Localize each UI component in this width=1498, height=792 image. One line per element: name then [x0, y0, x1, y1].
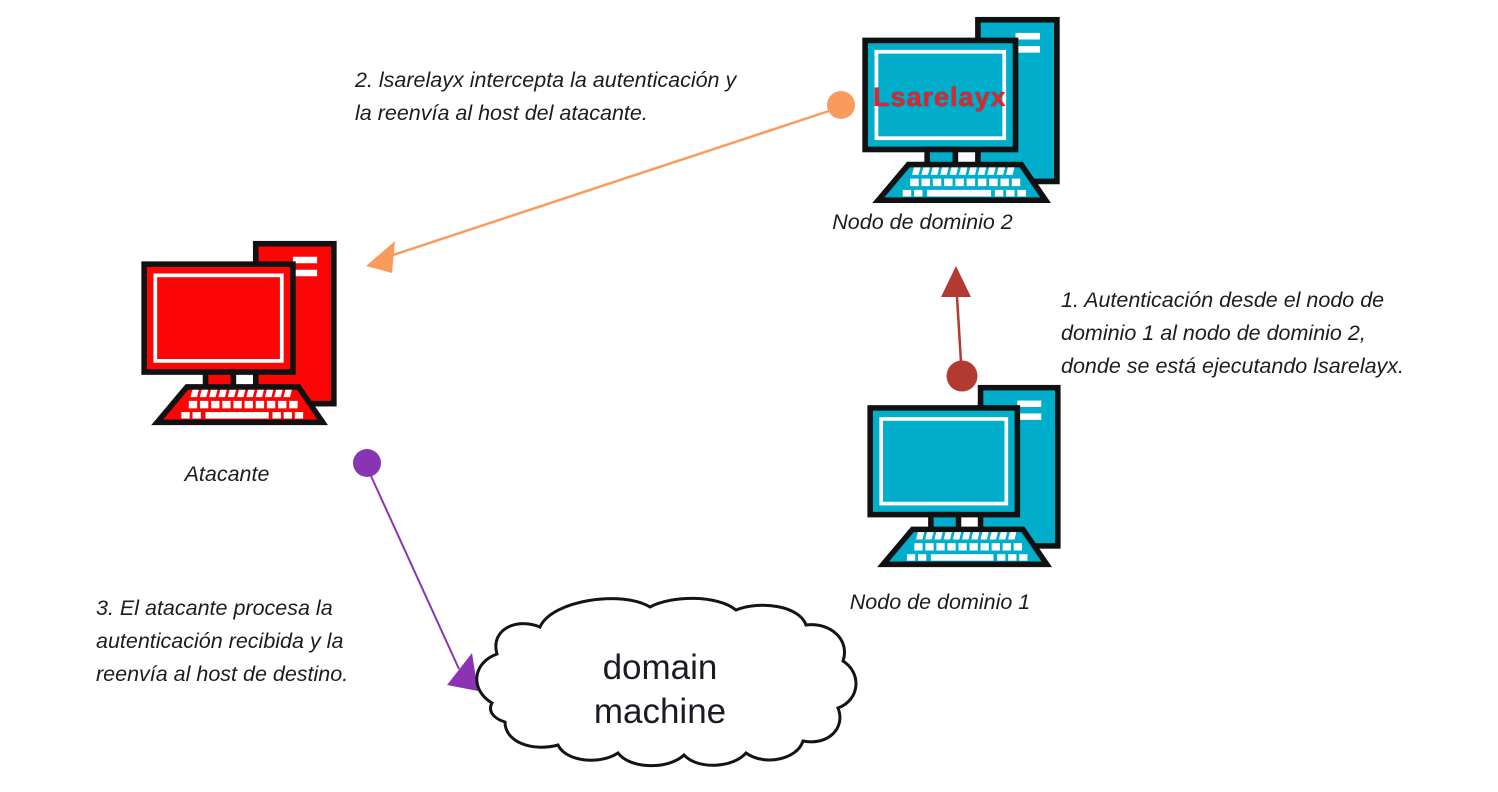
cloud-label: domain machine — [560, 646, 760, 734]
step3-arrow-head-icon — [447, 653, 478, 691]
step3-annotation: 3. El atacante procesa la autenticación … — [96, 592, 348, 691]
step3-line3: reenvía al host de destino. — [96, 662, 349, 686]
cloud-label-line1: domain — [602, 648, 718, 687]
step3-line2: autenticación recibida y la — [96, 629, 344, 653]
node1-label: Nodo de dominio 1 — [849, 590, 1031, 614]
cloud-icon — [475, 596, 858, 768]
step1-line3: donde se está ejecutando lsarelayx. — [1061, 354, 1405, 378]
step3-arrow-start-dot — [353, 449, 381, 477]
step1-arrow-start-dot — [946, 360, 978, 392]
step1-line2: dominio 1 al nodo de dominio 2, — [1061, 321, 1366, 345]
step2-line2: la reenvía al host del atacante. — [355, 101, 648, 125]
attacker-label: Atacante — [184, 462, 270, 486]
step2-line1: 2. lsarelayx intercepta la autenticación… — [355, 68, 737, 92]
step2-arrow-line — [389, 108, 833, 258]
step1-arrow-line — [955, 296, 963, 363]
step3-line1: 3. El atacante procesa la — [96, 596, 333, 620]
step3-arrow-line — [370, 475, 460, 670]
cloud-label-line2: machine — [593, 692, 727, 731]
step1-arrow-head-icon — [941, 266, 971, 297]
step1-line1: 1. Autenticación desde el nodo de — [1061, 288, 1385, 312]
node2-screen-text: Lsarelayx — [873, 82, 1007, 112]
step1-annotation: 1. Autenticación desde el nodo de domini… — [1061, 284, 1404, 383]
step2-arrow-start-dot — [827, 91, 855, 119]
step2-annotation: 2. lsarelayx intercepta la autenticación… — [355, 64, 736, 130]
computer-icon-attacker — [134, 240, 344, 426]
computer-icon-node1 — [858, 384, 1070, 568]
node2-label: Nodo de dominio 2 — [832, 210, 1013, 234]
step2-arrow-head-icon — [366, 241, 395, 273]
